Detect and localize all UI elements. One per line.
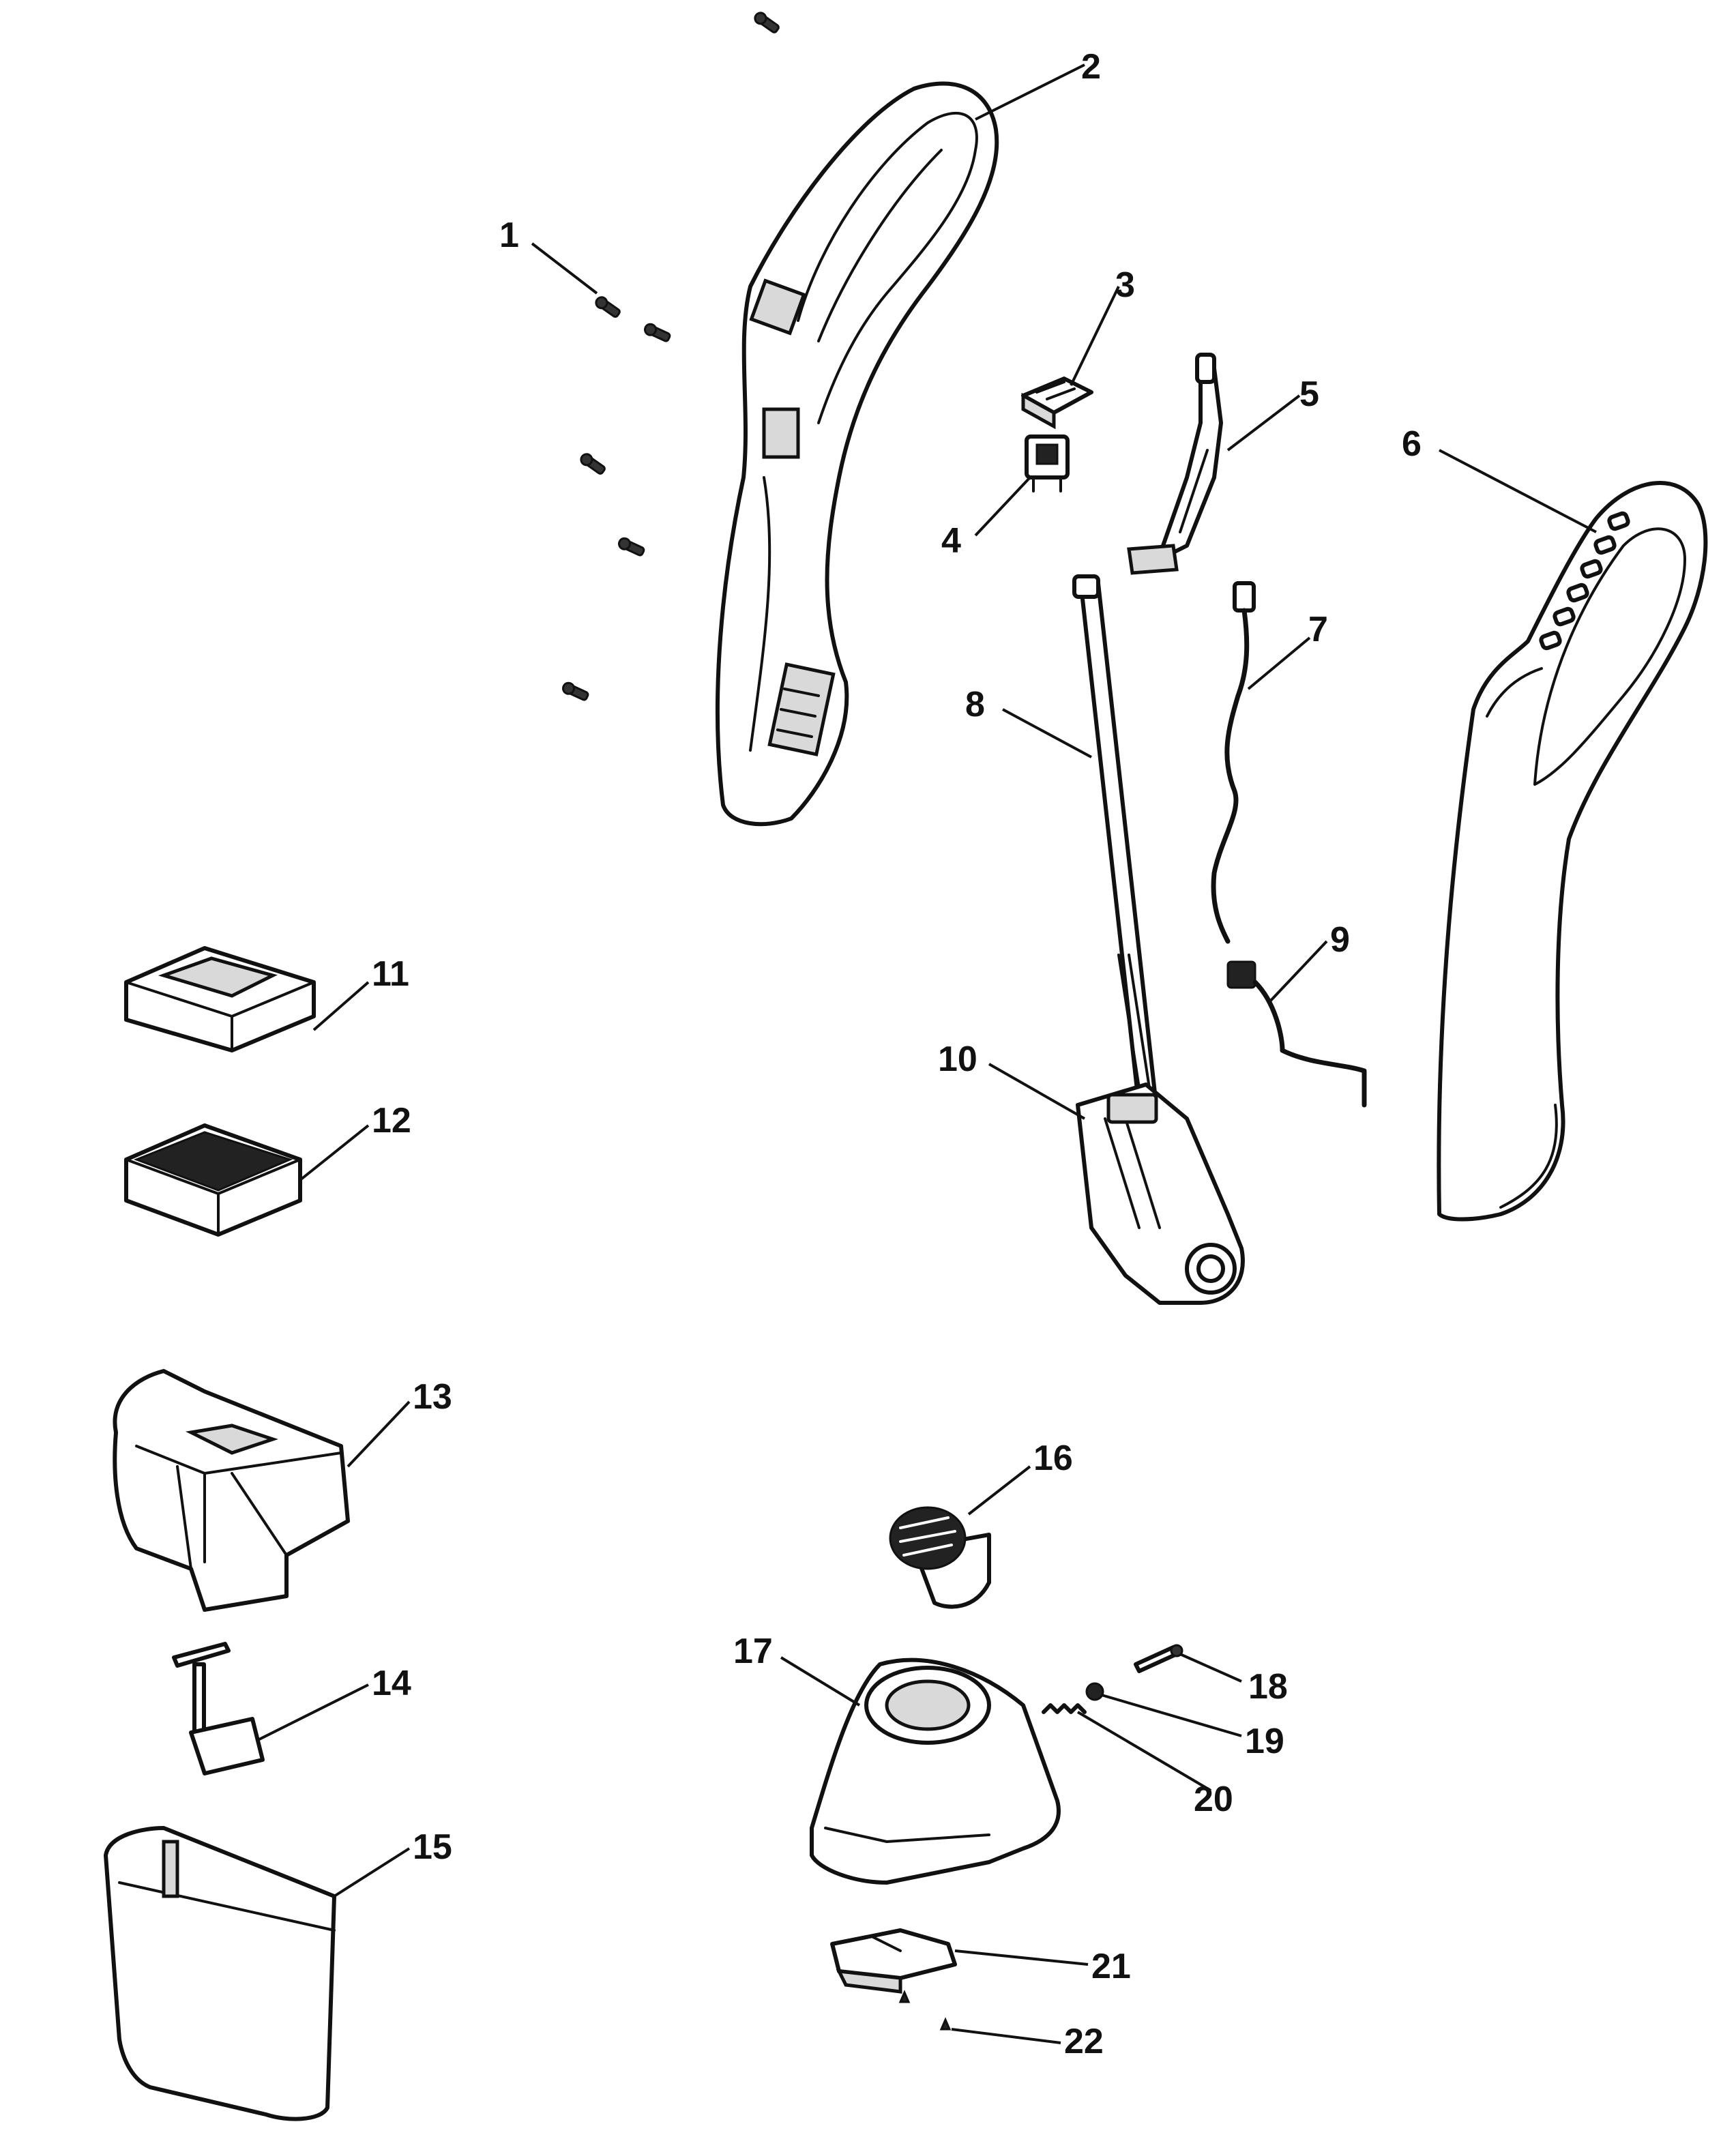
screw-22	[898, 1990, 952, 2031]
dirt-cup-housing	[113, 1369, 350, 1612]
callout-11: 11	[372, 954, 409, 994]
callout-labels: 1 2 3 4 5 6 7 8 9 10 11 12 13 14 15 16 1…	[372, 47, 1422, 2061]
callout-7: 7	[1308, 610, 1328, 649]
washer-19	[1085, 1682, 1104, 1701]
callout-15: 15	[413, 1827, 452, 1867]
callout-2: 2	[1081, 47, 1101, 87]
screw-set-1	[561, 12, 780, 701]
pin-18	[1134, 1644, 1183, 1673]
handle-rod	[1072, 574, 1162, 1141]
callout-8: 8	[965, 685, 985, 724]
switch	[1025, 434, 1070, 492]
callout-10: 10	[938, 1040, 977, 1079]
callout-13: 13	[413, 1377, 452, 1417]
callout-5: 5	[1299, 374, 1319, 414]
switch-actuator	[1127, 353, 1223, 575]
callout-4: 4	[941, 521, 961, 561]
leader-lines	[259, 63, 1597, 2044]
callout-19: 19	[1245, 1722, 1284, 1761]
callout-6: 6	[1402, 424, 1422, 464]
callout-18: 18	[1248, 1667, 1288, 1707]
spring-20	[1042, 1703, 1087, 1714]
motor-cover	[810, 1657, 1061, 1885]
switch-cap	[1021, 377, 1093, 430]
dirt-cup	[104, 1826, 336, 2121]
filter-cover	[124, 946, 316, 1052]
vent-slots	[1539, 511, 1630, 651]
front-handle-cover	[1437, 481, 1708, 1222]
latch	[830, 1928, 957, 1994]
filter	[124, 1123, 302, 1237]
callout-1: 1	[499, 216, 519, 255]
rear-handle-half	[715, 81, 999, 827]
callout-9: 9	[1330, 920, 1350, 960]
callout-16: 16	[1033, 1439, 1073, 1478]
callout-20: 20	[1194, 1780, 1233, 1819]
switch-housing	[1076, 1082, 1245, 1305]
callout-3: 3	[1115, 265, 1135, 305]
callout-14: 14	[372, 1664, 411, 1703]
knob	[889, 1506, 991, 1609]
callout-12: 12	[372, 1101, 411, 1140]
dirt-cup-valve	[172, 1642, 265, 1775]
wire-harness	[1211, 581, 1256, 944]
callout-21: 21	[1091, 1947, 1131, 1986]
callout-22: 22	[1064, 2022, 1104, 2061]
cord-lead	[1226, 960, 1367, 1108]
callout-17: 17	[733, 1632, 773, 1671]
